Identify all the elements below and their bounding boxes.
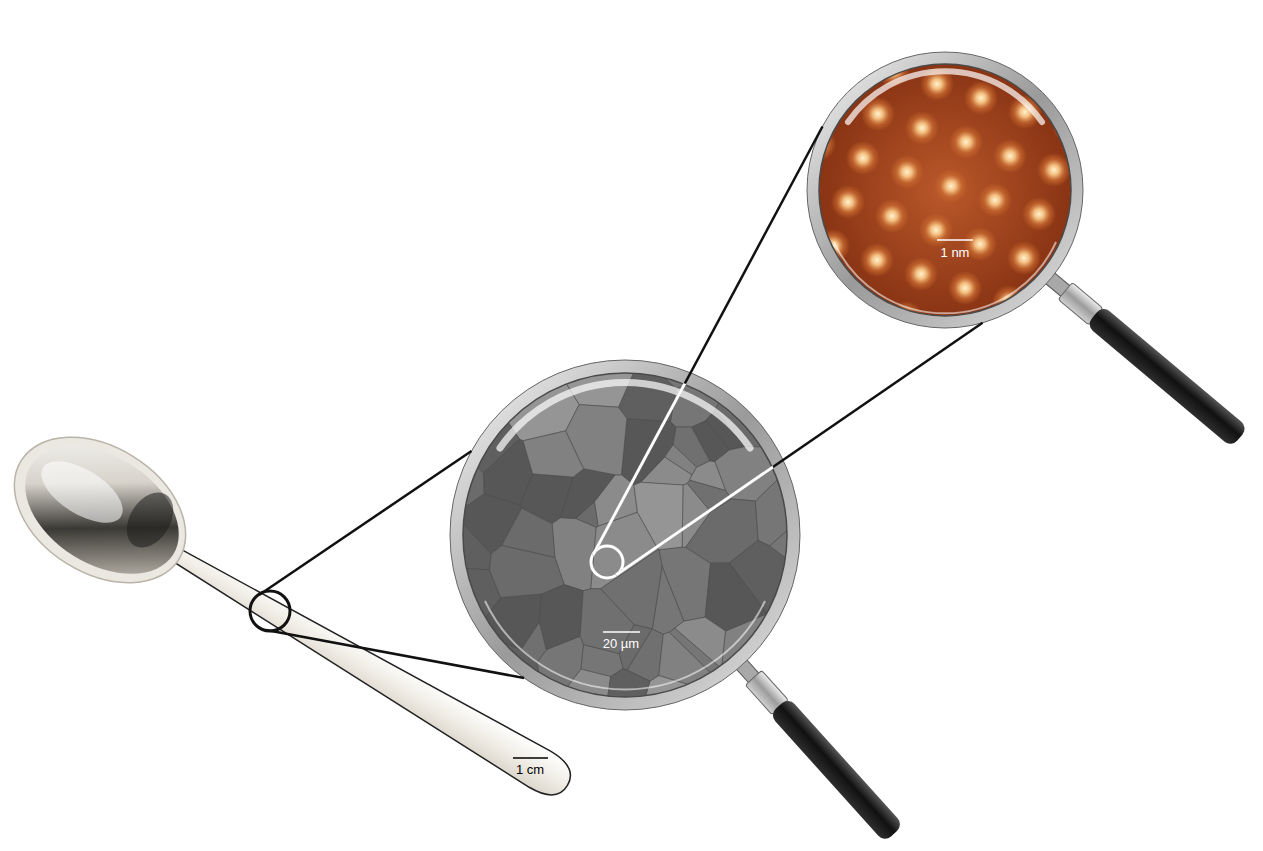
grain (440, 632, 526, 720)
grain (521, 622, 546, 662)
handle-grip (1086, 305, 1248, 447)
atom (816, 229, 850, 263)
atom (875, 199, 909, 233)
zoom-circle (250, 591, 290, 631)
atom (1007, 241, 1041, 275)
grain (604, 669, 650, 720)
grain (716, 350, 810, 447)
zoom-line-path (259, 451, 471, 595)
spoon-highlight (31, 449, 132, 535)
atom (949, 125, 983, 159)
zoom-line-inner (593, 126, 822, 555)
magnifier-handle (1039, 266, 1249, 448)
spoon (0, 407, 578, 803)
atom (1051, 255, 1085, 289)
grain (566, 405, 627, 475)
scale-bar (603, 631, 640, 633)
grain (745, 615, 810, 720)
atom (1066, 211, 1100, 245)
atom (860, 243, 894, 277)
scale-bar (513, 757, 548, 759)
atom (1022, 197, 1056, 231)
glass-reflection (485, 601, 765, 689)
lens-rim (463, 373, 787, 697)
atom (978, 183, 1012, 217)
spoon-bowl-rim (0, 407, 212, 612)
atom (890, 155, 924, 189)
zoom-circle (591, 546, 623, 578)
grain (770, 510, 810, 576)
grain (705, 563, 767, 631)
lens-frame (807, 52, 1083, 328)
grain (697, 670, 784, 720)
zoom-line-path (593, 126, 822, 555)
atom (919, 213, 953, 247)
atom (1052, 109, 1086, 143)
atom (948, 271, 982, 305)
atom (934, 169, 968, 203)
scale-label: 20 µm (603, 636, 639, 651)
spoon-shadow (117, 484, 183, 556)
lens-image (819, 64, 1071, 316)
magnifier-node: 20 µm (450, 360, 800, 710)
lens-rim (819, 64, 1071, 316)
grain (715, 447, 810, 501)
zoom-line-path (266, 630, 524, 678)
spoon-bowl (2, 420, 202, 601)
zoom-line (259, 451, 471, 595)
grain (490, 545, 565, 597)
grain-map (440, 350, 810, 720)
zoom-line (266, 630, 524, 678)
glass-reflection (834, 242, 1056, 313)
glass-highlight (848, 71, 1042, 122)
atom (1037, 153, 1071, 187)
glass-highlight (500, 382, 750, 448)
grain (440, 350, 519, 473)
zoom-line (593, 126, 822, 555)
grain (440, 430, 484, 515)
zoom-line-inner (616, 323, 983, 575)
atom (802, 127, 836, 161)
scale-bar (937, 239, 973, 241)
grain (665, 445, 697, 475)
grain (440, 566, 501, 640)
handle-grip (769, 697, 903, 842)
magnifier-lens (440, 350, 810, 720)
atom-lattice (787, 37, 1100, 349)
zoom-line (616, 323, 983, 575)
scale-label: 1 cm (516, 762, 544, 777)
magnifier-node: 1 nm (807, 52, 1083, 328)
magnifier-lens (787, 37, 1100, 349)
atom (831, 185, 865, 219)
grain (675, 617, 726, 668)
grain (634, 482, 683, 549)
atom (904, 257, 938, 291)
atom (787, 171, 821, 205)
atom (933, 315, 967, 349)
zoom-line-path (616, 323, 983, 575)
atom (964, 81, 998, 115)
atom (845, 287, 879, 321)
grain (576, 502, 598, 527)
magnifier-handle (728, 651, 904, 842)
atom (905, 111, 939, 145)
atom (979, 37, 1013, 71)
atom (993, 139, 1027, 173)
scale-label: 1 nm (941, 245, 970, 260)
spoon-node: 1 cm (15, 430, 595, 810)
atom (846, 141, 880, 175)
